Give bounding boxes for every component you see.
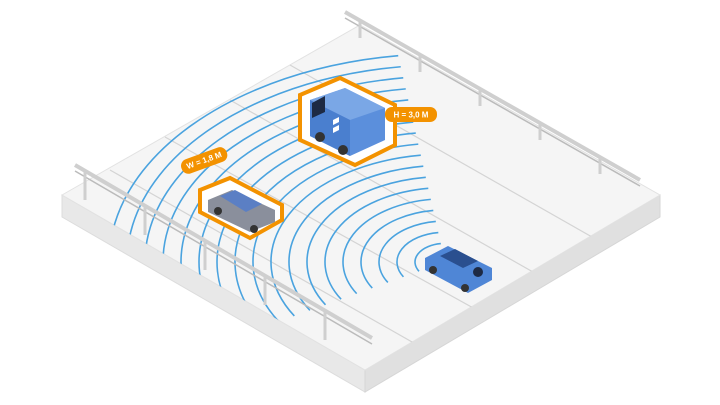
radar-arc	[288, 165, 424, 311]
grey-car	[208, 190, 275, 233]
radar-arc	[306, 176, 426, 306]
radar-arc	[414, 242, 441, 272]
radar-arc	[360, 209, 434, 289]
height-label: H = 3,0 M	[394, 111, 429, 120]
width-badge	[181, 147, 228, 174]
height-badge	[385, 107, 437, 122]
brand-logo-icon	[333, 117, 339, 133]
sensor-icon	[473, 267, 483, 277]
radar-arc	[378, 220, 436, 284]
radar-arc	[324, 187, 429, 300]
radar-arc	[396, 231, 439, 278]
ego-car	[425, 246, 492, 293]
delivery-van	[310, 88, 385, 156]
guardrail-front	[73, 163, 374, 345]
guardrail-back	[344, 10, 641, 187]
radar-arc	[342, 198, 431, 295]
